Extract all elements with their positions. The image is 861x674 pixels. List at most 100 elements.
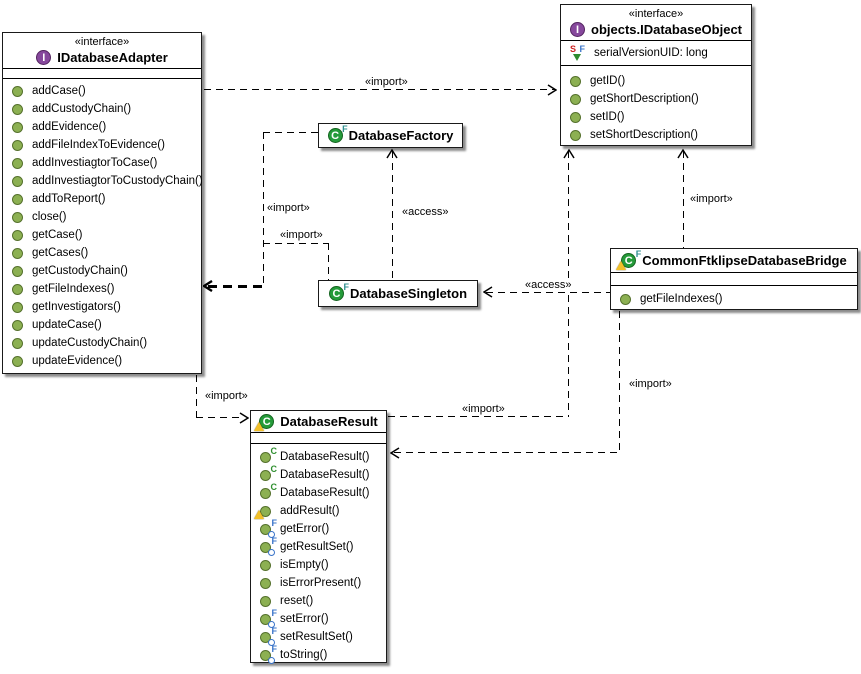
final-class-icon: C [327, 122, 348, 143]
method-label: setID() [590, 111, 625, 123]
method-label: addCustodyChain() [32, 103, 132, 115]
final-class-icon: C [328, 280, 349, 301]
class-name: objects.IDatabaseObject [591, 22, 742, 37]
method-item[interactable]: DatabaseResult() [251, 482, 386, 502]
method-item[interactable]: getInvestigators() [3, 298, 201, 316]
method-item[interactable]: isErrorPresent() [251, 574, 386, 592]
public-method-icon [570, 93, 581, 105]
method-item[interactable]: getFileIndexes() [3, 280, 201, 298]
method-item[interactable]: addInvestiagtorToCase() [3, 154, 201, 172]
method-label: getFileIndexes() [32, 283, 115, 295]
method-item[interactable]: getCase() [3, 226, 201, 244]
attributes-section-empty [3, 69, 201, 78]
final-sync-method-icon [260, 608, 277, 628]
class-name: DatabaseResult [280, 414, 378, 429]
method-item[interactable]: isEmpty() [251, 556, 386, 574]
method-item[interactable]: setID() [561, 108, 751, 126]
method-label: DatabaseResult() [280, 451, 370, 463]
edge-line [683, 151, 685, 248]
public-method-icon [12, 85, 23, 97]
class-box-commonftklipsedatabasebridge[interactable]: C CommonFtklipseDatabaseBridge getFileIn… [610, 247, 858, 310]
section-divider [3, 68, 201, 69]
method-item[interactable]: getShortDescription() [561, 90, 751, 108]
final-sync-method-icon [260, 518, 277, 538]
method-label: updateCase() [32, 319, 102, 331]
method-label: getShortDescription() [590, 93, 699, 105]
method-label: toString() [280, 649, 328, 661]
method-item[interactable]: addInvestiagtorToCustodyChain() [3, 172, 203, 190]
method-label: updateCustodyChain() [32, 337, 148, 349]
interface-icon: I [570, 22, 585, 37]
method-item[interactable]: reset() [251, 592, 386, 610]
section-divider [251, 443, 386, 444]
methods-section: getID() getShortDescription() setID() se… [561, 66, 751, 147]
class-box-idatabaseadapter[interactable]: «interface» I IDatabaseAdapter addCase()… [2, 32, 203, 374]
method-item[interactable]: getID() [561, 72, 751, 90]
class-title: «interface» I IDatabaseAdapter [3, 33, 201, 68]
method-label: updateEvidence() [32, 355, 123, 367]
public-method-icon [12, 301, 23, 313]
method-item[interactable]: addResult() [251, 502, 386, 520]
method-label: reset() [280, 595, 314, 607]
method-item[interactable]: addCustodyChain() [3, 100, 201, 118]
stereotype-label: «interface» [74, 36, 130, 48]
method-item[interactable]: addCase() [3, 82, 201, 100]
section-divider [561, 40, 751, 41]
method-item[interactable]: updateCustodyChain() [3, 334, 201, 352]
methods-section: DatabaseResult() DatabaseResult() Databa… [251, 444, 386, 667]
edge-line [619, 311, 621, 453]
edge-label: «import» [203, 390, 250, 403]
edge-label: «import» [627, 378, 674, 391]
public-method-icon [260, 577, 271, 589]
method-item[interactable]: updateCase() [3, 316, 201, 334]
method-item[interactable]: DatabaseResult() [251, 464, 386, 484]
method-label: setShortDescription() [590, 129, 699, 141]
section-divider [3, 78, 201, 79]
public-method-icon [12, 121, 23, 133]
method-label: DatabaseResult() [280, 469, 370, 481]
method-item[interactable]: getCustodyChain() [3, 262, 201, 280]
method-item[interactable]: getError() [251, 518, 386, 538]
class-name: IDatabaseAdapter [57, 50, 168, 65]
method-item[interactable]: getFileIndexes() [611, 290, 857, 308]
method-item[interactable]: addFileIndexToEvidence() [3, 136, 201, 154]
final-class-warning-icon: C [621, 247, 641, 268]
method-item[interactable]: toString() [251, 644, 386, 664]
method-item[interactable]: setShortDescription() [561, 126, 751, 144]
method-label: getID() [590, 75, 626, 87]
public-method-icon [12, 193, 23, 205]
method-label: addEvidence() [32, 121, 107, 133]
method-item[interactable]: close() [3, 208, 201, 226]
edge-label: «import» [363, 76, 410, 89]
class-box-databaseresult[interactable]: C DatabaseResult DatabaseResult() Databa… [250, 410, 387, 664]
method-label: addFileIndexToEvidence() [32, 139, 165, 151]
public-method-icon [260, 559, 271, 571]
public-method-icon [12, 283, 23, 295]
method-item[interactable]: setError() [251, 608, 386, 628]
public-method-icon [12, 229, 23, 241]
method-item[interactable]: setResultSet() [251, 626, 386, 646]
edge-line [263, 243, 329, 245]
section-divider [251, 432, 386, 433]
method-item[interactable]: getCases() [3, 244, 201, 262]
public-method-icon [12, 139, 23, 151]
attribute-label: serialVersionUID: long [594, 47, 708, 59]
arrowhead-left-icon [483, 286, 493, 298]
method-item[interactable]: DatabaseResult() [251, 446, 386, 466]
edge-line [196, 417, 242, 419]
method-item[interactable]: addEvidence() [3, 118, 201, 136]
public-method-icon [12, 355, 23, 367]
class-box-databasesingleton[interactable]: C DatabaseSingleton [318, 280, 478, 307]
method-item[interactable]: updateEvidence() [3, 352, 201, 370]
edge-line [328, 243, 330, 280]
public-method-icon [260, 595, 271, 607]
method-label: isErrorPresent() [280, 577, 362, 589]
method-item[interactable]: getResultSet() [251, 536, 386, 556]
method-item[interactable]: addToReport() [3, 190, 201, 208]
final-sync-method-icon [260, 644, 277, 664]
class-box-databasefactory[interactable]: C DatabaseFactory [318, 122, 463, 148]
class-warning-icon: C [259, 414, 275, 429]
method-label: addToReport() [32, 193, 106, 205]
